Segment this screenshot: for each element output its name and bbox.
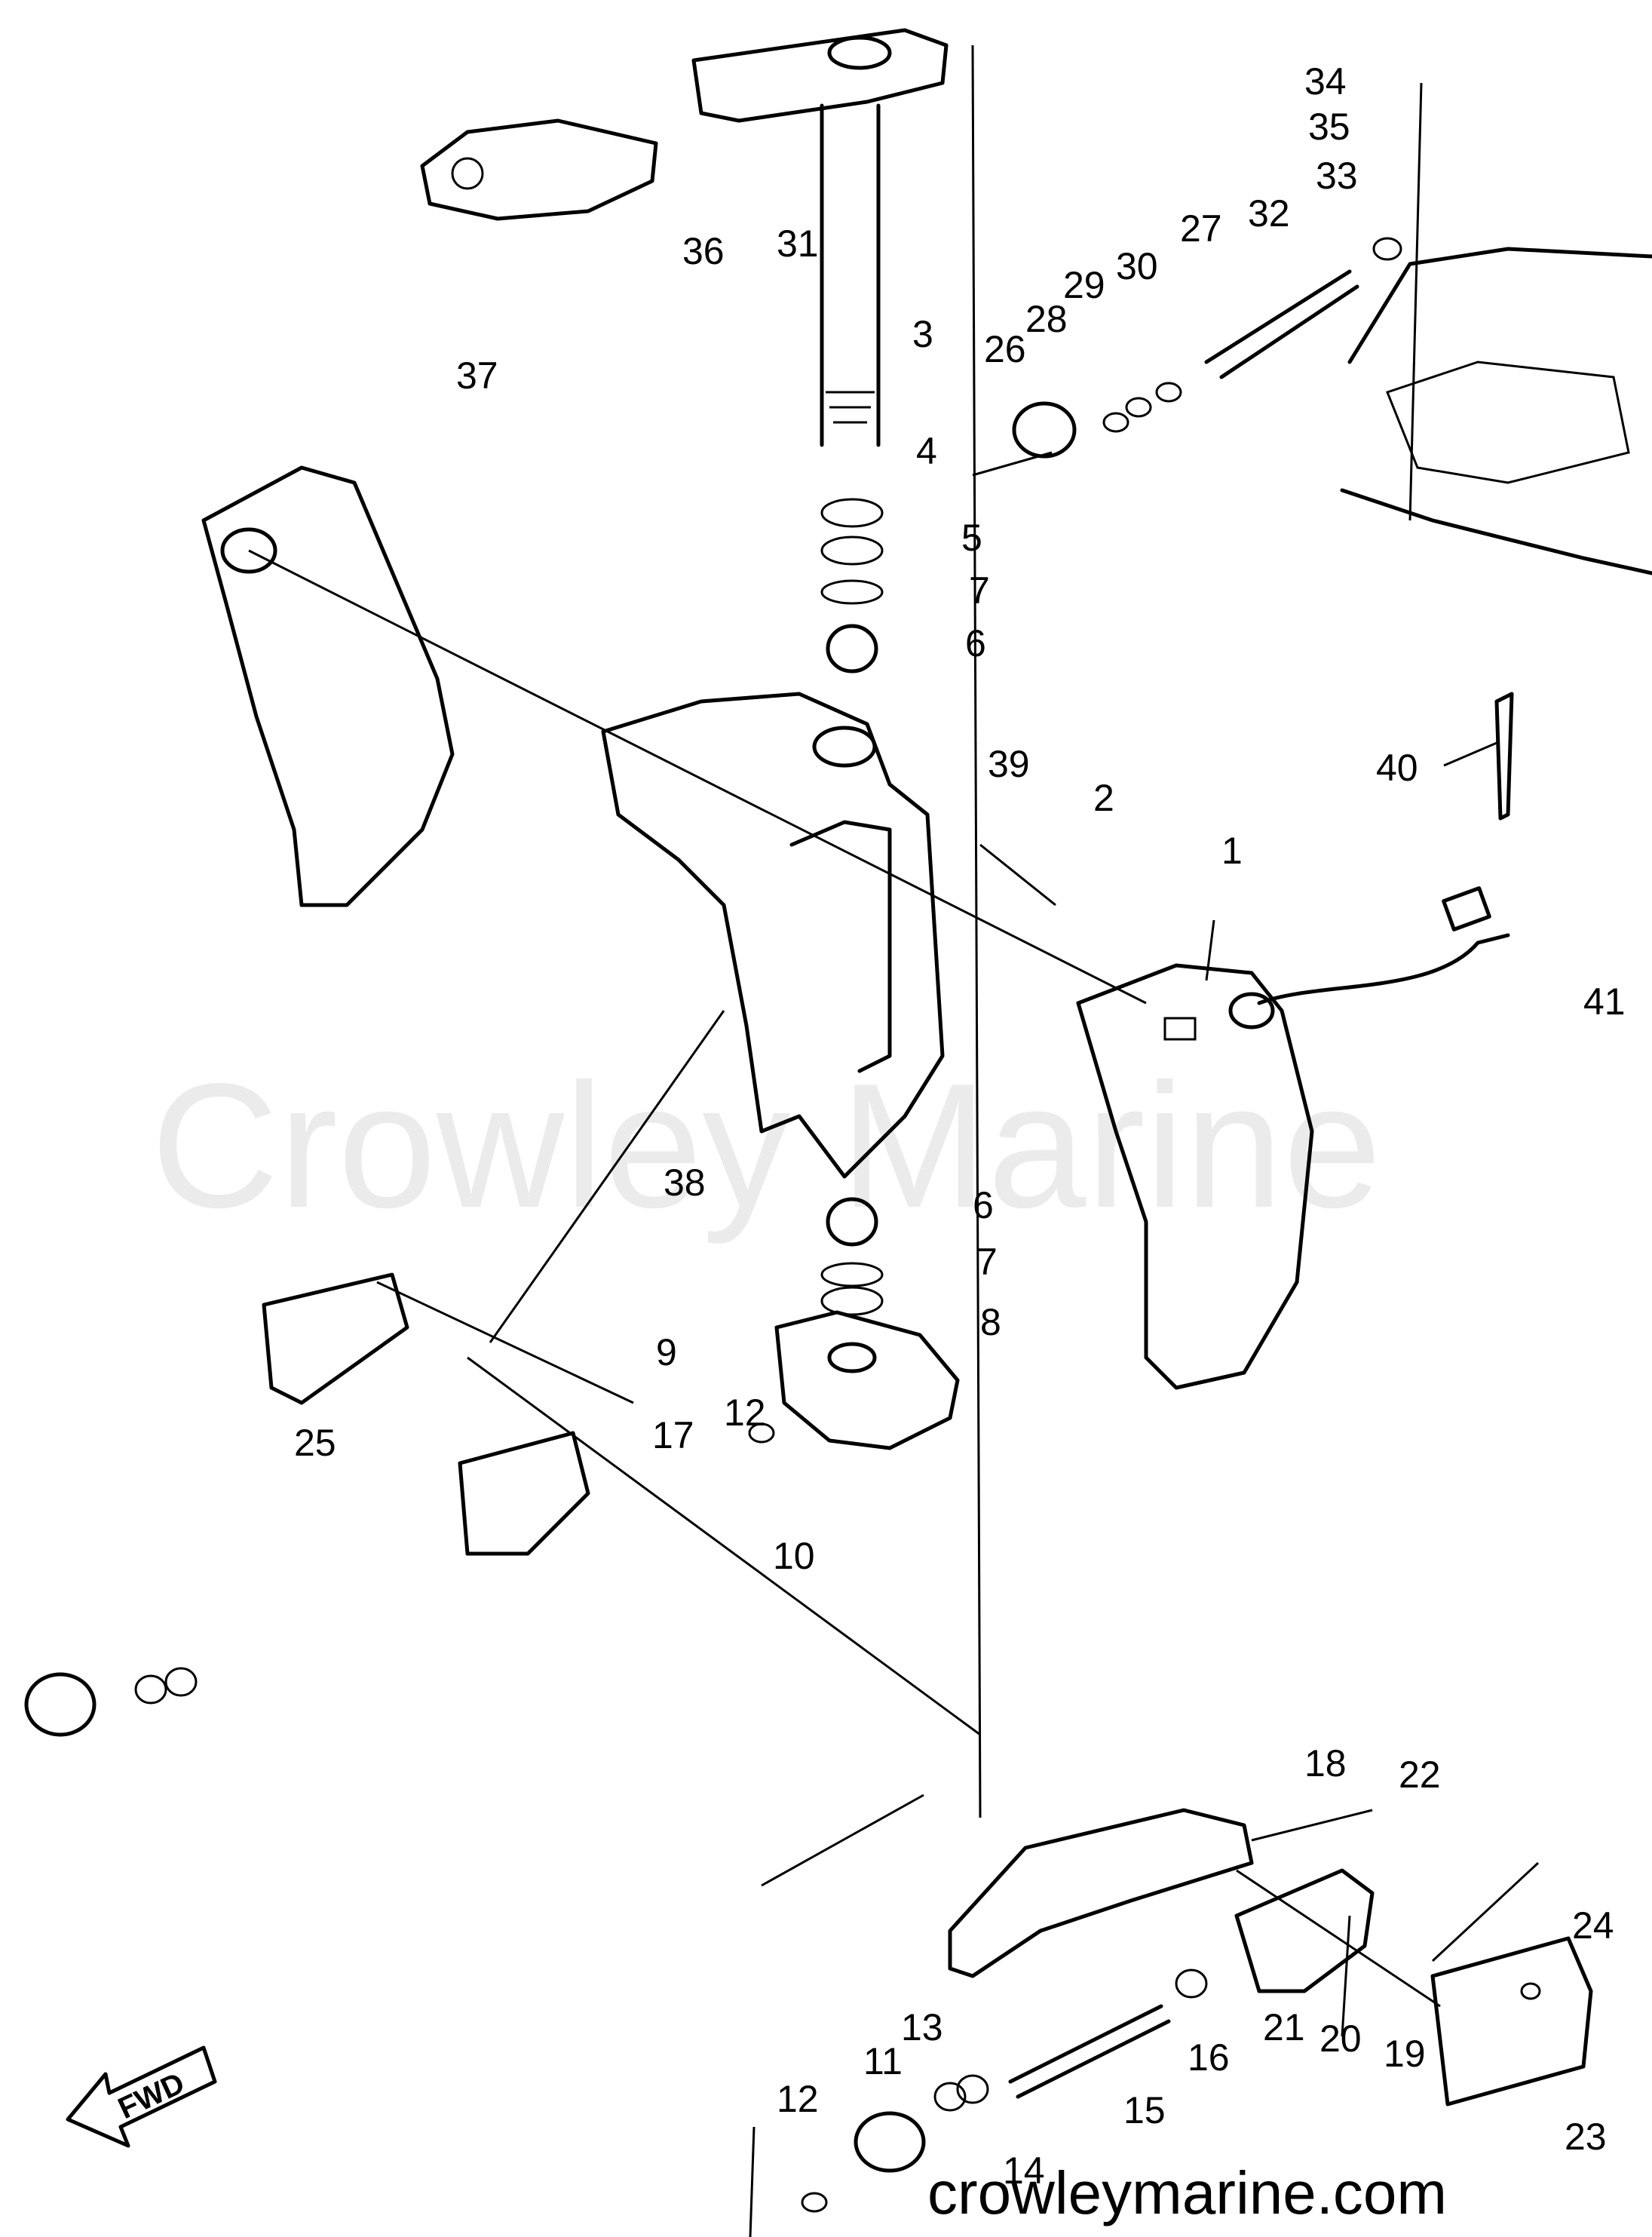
callout-40: 40	[1376, 747, 1418, 789]
callout-21: 21	[1263, 2006, 1305, 2048]
callout-30: 30	[1116, 245, 1158, 287]
callout-12-lower: 12	[777, 2078, 819, 2120]
callout-13: 13	[901, 2006, 943, 2048]
lower-unit	[948, 1808, 1254, 1978]
callout-27: 27	[1180, 207, 1222, 250]
trim-sensor-wire	[1257, 933, 1510, 1005]
callout-18: 18	[1304, 1742, 1347, 1784]
lower-mount-plate	[1234, 1868, 1375, 1993]
mount-rubber-left	[24, 1672, 97, 1737]
callout-35: 35	[1308, 106, 1350, 148]
clamp-bracket-left	[201, 465, 455, 907]
callout-20: 20	[1319, 2018, 1362, 2060]
callout-34: 34	[1304, 60, 1347, 103]
callouts: 1 2 3 4 5 6 6 7 7 8 9 10 11 12 12 13 14 …	[294, 60, 1626, 2192]
callout-1: 1	[1221, 830, 1243, 872]
callout-39: 39	[988, 743, 1030, 785]
mount-rubber-11	[854, 2111, 926, 2173]
callout-31: 31	[777, 222, 819, 265]
mount-cover	[1430, 1936, 1593, 2107]
callout-29: 29	[1063, 264, 1105, 306]
callout-41: 41	[1583, 980, 1626, 1023]
bolt-15	[1008, 2004, 1171, 2099]
callout-9: 9	[656, 1331, 677, 1373]
callout-36: 36	[682, 230, 725, 272]
svg-text:FWD: FWD	[113, 2067, 189, 2125]
callout-33: 33	[1316, 155, 1358, 197]
callout-7-lower: 7	[976, 1241, 998, 1283]
part-outlines	[24, 28, 1652, 2213]
callout-23: 23	[1565, 2116, 1607, 2158]
callout-3: 3	[912, 313, 933, 355]
clamp-bracket-right	[1076, 963, 1314, 1390]
callout-22: 22	[1399, 1754, 1441, 1796]
watermark-text: Crowley Marine	[151, 1046, 1381, 1244]
callout-32: 32	[1248, 192, 1290, 235]
callout-10: 10	[773, 1535, 815, 1577]
callout-12: 12	[724, 1392, 766, 1434]
callout-28: 28	[1025, 298, 1068, 340]
callout-6: 6	[965, 622, 986, 664]
callout-14: 14	[1003, 2150, 1045, 2192]
mount-rubber-26	[1012, 401, 1077, 459]
callout-19: 19	[1384, 2033, 1426, 2075]
steering-arm	[691, 28, 949, 123]
callout-8: 8	[980, 1301, 1001, 1343]
callout-37: 37	[456, 354, 498, 397]
bolt-27	[1204, 269, 1359, 379]
callout-15: 15	[1123, 2089, 1166, 2131]
steering-shaft	[820, 103, 881, 447]
callout-6-lower: 6	[973, 1184, 994, 1226]
callout-5: 5	[961, 517, 982, 559]
leader-lines	[248, 44, 1540, 2237]
fwd-arrow: FWD	[66, 2045, 217, 2148]
callout-26: 26	[984, 328, 1026, 370]
callout-11: 11	[863, 2040, 903, 2082]
callout-7: 7	[969, 569, 990, 612]
site-url: crowleymarine.com	[927, 2159, 1447, 2226]
callout-2: 2	[1093, 777, 1114, 819]
callout-24: 24	[1572, 1904, 1614, 1947]
callout-4: 4	[916, 430, 937, 472]
callout-16: 16	[1188, 2036, 1230, 2079]
callout-38: 38	[664, 1161, 706, 1204]
lower-mount-housing	[774, 1310, 960, 1450]
callout-25: 25	[294, 1422, 336, 1464]
callout-17: 17	[652, 1414, 694, 1456]
upper-mount-bracket	[420, 118, 658, 221]
engine-base	[1340, 247, 1652, 575]
mount-plate-left	[262, 1272, 409, 1405]
cable-tie	[1494, 692, 1514, 821]
swivel-bracket	[601, 692, 945, 1179]
